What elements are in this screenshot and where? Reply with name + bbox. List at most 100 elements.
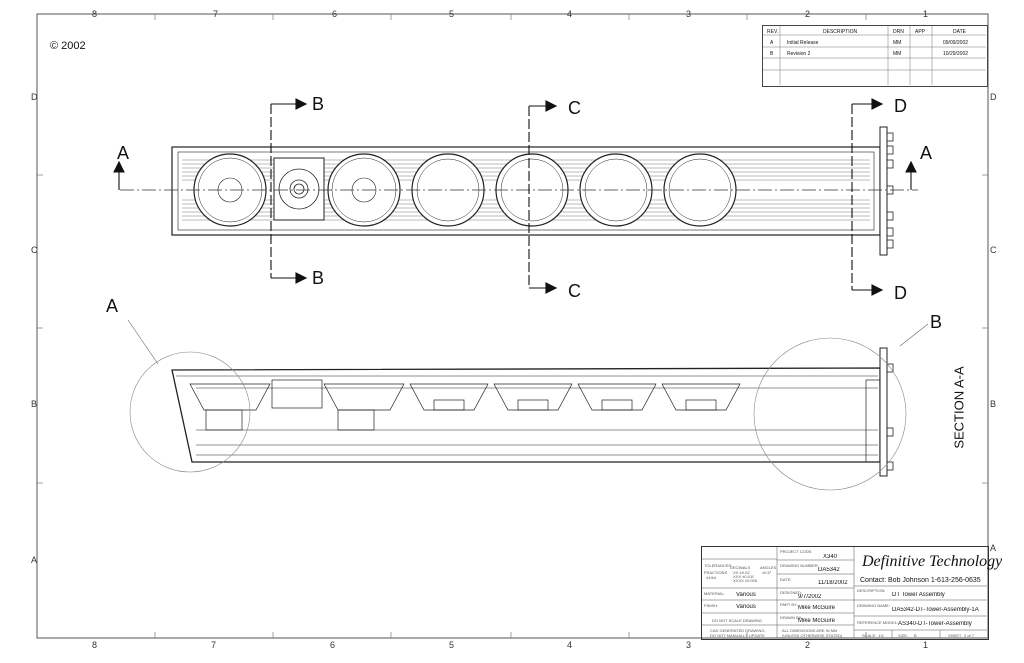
sheet-label: SHEET bbox=[948, 633, 962, 638]
zone-bottom-4: 4 bbox=[567, 640, 573, 650]
material-label: MATERIAL: bbox=[704, 591, 725, 596]
company-name: Definitive Technology bbox=[862, 553, 1003, 570]
section-view bbox=[127, 319, 929, 491]
description-value: DT Tower Assembly bbox=[892, 592, 945, 598]
fractions-label: FRACTIONS bbox=[704, 570, 728, 575]
size-label: SIZE: bbox=[898, 633, 909, 638]
title-block: TOLERANCES: FRACTIONS ±1/64 DECIMALS .XX… bbox=[701, 546, 1002, 640]
detail-circle-b bbox=[753, 337, 907, 491]
section-label-c-bottom: C bbox=[568, 281, 581, 301]
date-value: 11/18/2002 bbox=[818, 580, 848, 586]
scale-label: SCALE: bbox=[862, 633, 877, 638]
rev-row-a-description: Initial Release bbox=[787, 40, 819, 46]
designed-value: 9/7/2002 bbox=[798, 594, 822, 600]
outer-border bbox=[36, 13, 989, 639]
sheet-value: 2 of 7 bbox=[964, 633, 975, 638]
designed-label: DESIGNED: bbox=[780, 590, 803, 595]
zone-right-a: A bbox=[990, 543, 997, 553]
rev-row-b-date: 10/29/2002 bbox=[943, 51, 969, 57]
zone-top-1: 1 bbox=[923, 9, 929, 19]
part-by-label: PART BY: bbox=[780, 602, 798, 607]
zone-bottom-6: 6 bbox=[330, 640, 336, 650]
section-label-a-left: A bbox=[117, 143, 130, 163]
rev-row-b-rev: B bbox=[770, 51, 774, 57]
zone-right-c: C bbox=[990, 245, 997, 255]
drawing-number-value: DA5342 bbox=[818, 567, 840, 573]
decimals-value-1: .XX ±0.02 bbox=[732, 570, 750, 575]
rev-header-app: APP bbox=[915, 29, 926, 35]
cad-note-1: CAD GENERATED DRAWING, bbox=[710, 628, 766, 633]
scale-value: 1:6 bbox=[878, 633, 884, 638]
size-value: B bbox=[914, 633, 917, 638]
date-label: DATE: bbox=[780, 577, 792, 582]
dims-note-2: (UNLESS OTHERWISE STATED) bbox=[782, 633, 843, 638]
section-label-c-top: C bbox=[568, 98, 581, 118]
top-view bbox=[120, 126, 918, 256]
revision-table: REV. DESCRIPTION DRN APP DATE A Initial … bbox=[762, 25, 988, 87]
rev-header-date: DATE bbox=[953, 29, 966, 35]
zone-top-8: 8 bbox=[92, 9, 98, 19]
fractions-value: ±1/64 bbox=[706, 575, 716, 580]
zone-bottom-3: 3 bbox=[686, 640, 692, 650]
do-not-scale-note: DO NOT SCALE DRAWING bbox=[712, 618, 763, 623]
section-lines bbox=[113, 98, 917, 296]
dims-note-1: ALL DIMENSIONS ARE IN MM bbox=[782, 628, 838, 633]
contact-info: Contact: Bob Johnson 1-613-256-0635 bbox=[860, 577, 981, 584]
decimals-value-2: .XXX ±0.010 bbox=[732, 574, 755, 579]
rev-header-rev: REV. bbox=[767, 29, 779, 35]
drawing-number-label: DRAWING NUMBER: bbox=[780, 563, 819, 568]
end-plate bbox=[879, 126, 888, 256]
zone-right-b: B bbox=[990, 399, 997, 409]
section-label-d-bottom: D bbox=[894, 283, 907, 303]
decimals-label: DECIMALS bbox=[730, 565, 751, 570]
zone-left-b: B bbox=[31, 399, 38, 409]
drawn-by-value: Mike McGuire bbox=[798, 618, 836, 624]
zone-ticks bbox=[37, 14, 988, 638]
tweeter bbox=[273, 157, 325, 221]
cad-note-2: DO NOT MANUALLY UPDATE bbox=[710, 633, 765, 638]
copyright-notice: © 2002 bbox=[50, 40, 86, 52]
drawn-by-label: DRAWN BY: bbox=[780, 615, 803, 620]
rev-header-drn: DRN bbox=[893, 29, 904, 35]
zone-top-3: 3 bbox=[686, 9, 692, 19]
zone-bottom-1: 1 bbox=[923, 640, 929, 650]
angles-value: ±0.5° bbox=[762, 570, 772, 575]
angles-label: ANGLES bbox=[760, 565, 777, 570]
rev-row-b-description: Revision 2 bbox=[787, 51, 811, 57]
zone-top-4: 4 bbox=[567, 9, 573, 19]
project-code-value: X340 bbox=[823, 554, 838, 560]
zone-right-d: D bbox=[990, 92, 997, 102]
title-block-grid bbox=[701, 546, 987, 638]
drawing-name-label: DRAWING NAME: bbox=[857, 603, 890, 608]
zone-left-c: C bbox=[31, 245, 38, 255]
zone-left-a: A bbox=[31, 555, 38, 565]
zone-bottom-5: 5 bbox=[449, 640, 455, 650]
zone-bottom-7: 7 bbox=[211, 640, 217, 650]
tolerances-label: TOLERANCES: bbox=[704, 563, 733, 568]
zone-top-6: 6 bbox=[332, 9, 338, 19]
detail-label-b: B bbox=[930, 312, 943, 332]
section-label-b-bottom: B bbox=[312, 268, 325, 288]
zone-top-5: 5 bbox=[449, 9, 455, 19]
description-label: DESCRIPTION: bbox=[857, 588, 886, 593]
detail-label-a: A bbox=[106, 296, 119, 316]
finish-value: Various bbox=[736, 604, 756, 610]
reference-model-value: AS340-DT-Tower-Assembly bbox=[898, 621, 972, 627]
material-value: Various bbox=[736, 592, 756, 598]
section-label-a-right: A bbox=[920, 143, 933, 163]
section-view-title: SECTION A-A bbox=[951, 366, 967, 449]
rev-row-a-drn: MM bbox=[893, 40, 902, 46]
zone-top-7: 7 bbox=[213, 9, 219, 19]
project-code-label: PROJECT CODE: bbox=[780, 549, 813, 554]
zone-top-2: 2 bbox=[805, 9, 811, 19]
rev-row-a-date: 09/09/2002 bbox=[943, 40, 969, 46]
zone-bottom-8: 8 bbox=[92, 640, 98, 650]
revision-table-grid bbox=[762, 25, 986, 85]
section-label-d-top: D bbox=[894, 96, 907, 116]
zone-left-d: D bbox=[31, 92, 38, 102]
zone-bottom-2: 2 bbox=[805, 640, 811, 650]
finish-label: FINISH: bbox=[704, 603, 719, 608]
rev-header-description: DESCRIPTION bbox=[823, 29, 858, 35]
part-by-value: Mike McGuire bbox=[798, 605, 836, 611]
